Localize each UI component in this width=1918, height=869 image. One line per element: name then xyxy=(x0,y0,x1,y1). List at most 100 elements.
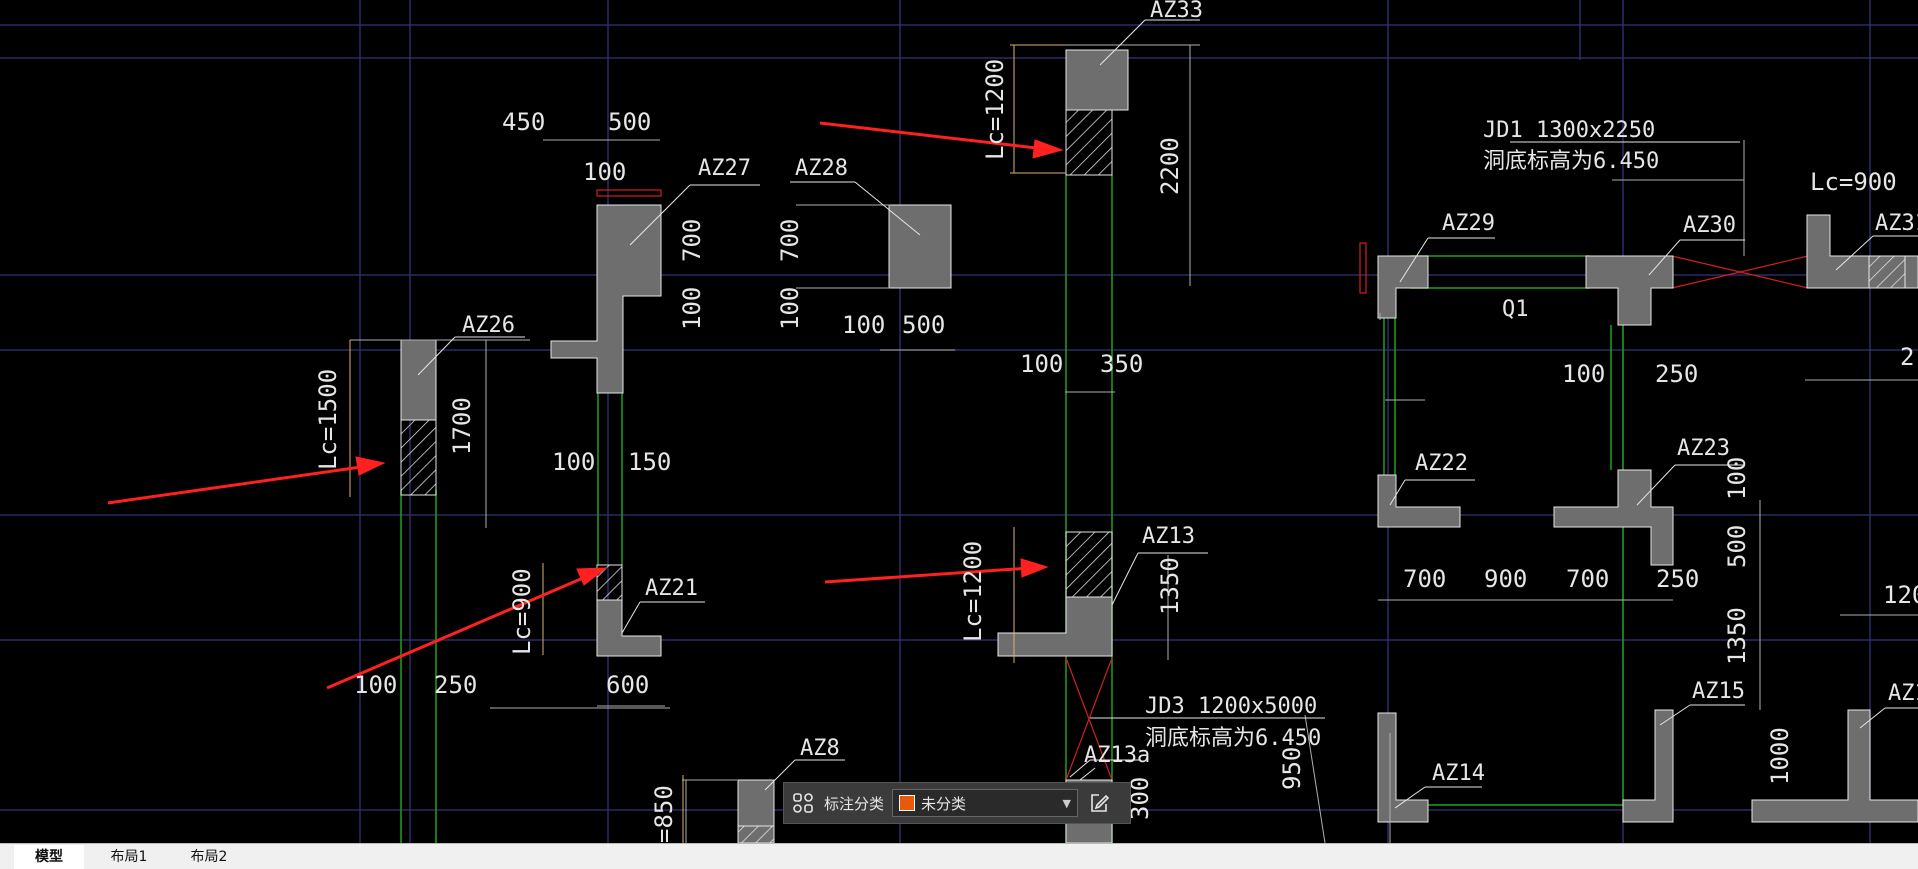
label-jd3-elevation: 洞底标高为6.450 xyxy=(1145,726,1321,751)
dim-100-top: 100 xyxy=(583,158,626,186)
label-az15: AZ15 xyxy=(1692,679,1745,704)
dim-900: 900 xyxy=(1484,565,1527,593)
dim-2: 2 xyxy=(1900,343,1914,371)
chevron-down-icon: ▼ xyxy=(1062,796,1072,810)
dimension-texts: 450 500 100 100 500 100 150 600 100 250 … xyxy=(354,108,1918,699)
leader-lines xyxy=(417,19,1918,809)
layout-tab-bar: 模型 布局1 布局2 xyxy=(0,843,1918,869)
dim-600: 600 xyxy=(606,671,649,699)
dim-150: 150 xyxy=(628,448,671,476)
label-az28: AZ28 xyxy=(795,156,848,181)
dim-700-d: 700 xyxy=(1566,565,1609,593)
lc-dimension-lines xyxy=(349,44,1066,843)
dim-500-mid: 500 xyxy=(902,311,945,339)
label-jd1-name: JD1 1300x2250 xyxy=(1483,118,1655,143)
label-az27: AZ27 xyxy=(698,156,751,181)
annotation-toolbar: 标注分类 未分类 ▼ xyxy=(783,782,1131,824)
red-arrow-1 xyxy=(819,121,1064,159)
label-az8: AZ8 xyxy=(800,736,840,761)
column-az23 xyxy=(1553,469,1674,566)
column-az15 xyxy=(1622,709,1674,823)
column-az30 xyxy=(1585,255,1674,326)
dim-2200: 2200 xyxy=(1156,137,1184,195)
edit-icon[interactable] xyxy=(1086,790,1112,816)
column-az1x xyxy=(1751,709,1918,823)
dim-100-f: 100 xyxy=(354,671,397,699)
label-az22: AZ22 xyxy=(1415,451,1468,476)
dimension-lines xyxy=(350,44,1918,843)
dim-850: =850 xyxy=(650,785,678,843)
label-jd1-elevation: 洞底标高为6.450 xyxy=(1483,149,1659,174)
tab-model-label: 模型 xyxy=(35,849,63,865)
dim-250-c: 250 xyxy=(1656,565,1699,593)
dim-lc1200-top: Lc=1200 xyxy=(981,59,1009,160)
dim-500-top: 500 xyxy=(608,108,651,136)
category-color-swatch xyxy=(899,795,916,811)
red-arrow-2 xyxy=(107,456,386,505)
dim-lc900-right: Lc=900 xyxy=(1810,168,1897,196)
opening-marks xyxy=(596,189,1809,781)
column-az21 xyxy=(596,599,662,657)
label-jd3-name: JD3 1200x5000 xyxy=(1145,694,1317,719)
tab-layout2[interactable]: 布局2 xyxy=(172,845,246,869)
dim-1700: 1700 xyxy=(448,397,476,455)
label-az29: AZ29 xyxy=(1442,211,1495,236)
dim-1350-b: 1350 xyxy=(1723,607,1751,665)
label-az23: AZ23 xyxy=(1677,436,1730,461)
label-az26: AZ26 xyxy=(462,313,515,338)
tab-model[interactable]: 模型 xyxy=(14,845,84,869)
dim-1000: 1000 xyxy=(1766,727,1794,785)
dim-100-i: 100 xyxy=(1723,457,1751,500)
dim-250-b: 250 xyxy=(1655,360,1698,388)
tab-layout2-label: 布局2 xyxy=(190,849,228,865)
wall-lines xyxy=(400,175,1630,843)
dim-100-h: 100 xyxy=(1562,360,1605,388)
column-az26 xyxy=(400,339,437,421)
column-az13 xyxy=(997,596,1113,657)
dim-lc1500: Lc=1500 xyxy=(314,369,342,470)
dim-700-a: 700 xyxy=(678,219,706,262)
column-az27 xyxy=(550,204,662,394)
label-az14: AZ14 xyxy=(1432,761,1485,786)
tab-layout1-label: 布局1 xyxy=(110,849,148,865)
dimension-texts-vertical: 700 100 700 100 1700 Lc=1500 Lc=900 Lc=1… xyxy=(314,59,1794,843)
dim-450: 450 xyxy=(502,108,545,136)
annotation-category-label: 标注分类 xyxy=(824,794,885,813)
category-select-value: 未分类 xyxy=(921,794,967,813)
dim-100-c: 100 xyxy=(776,287,804,330)
dim-500-c: 500 xyxy=(1723,525,1751,568)
annotation-category-select[interactable]: 未分类 ▼ xyxy=(892,789,1079,817)
label-az13a: AZ13a xyxy=(1084,743,1150,768)
red-arrow-3 xyxy=(326,567,608,690)
grid-apps-icon[interactable] xyxy=(790,790,816,816)
cad-drawing-canvas[interactable]: AZ33 AZ27 AZ28 AZ26 AZ21 AZ13 AZ13a AZ8 … xyxy=(0,0,1918,843)
dim-120: 120 xyxy=(1883,581,1918,609)
dim-100-g: 100 xyxy=(1020,350,1063,378)
dim-100-mid: 100 xyxy=(842,311,885,339)
dim-700-c: 700 xyxy=(1403,565,1446,593)
dim-lc900-left: Lc=900 xyxy=(508,568,536,655)
tab-layout1[interactable]: 布局1 xyxy=(92,845,166,869)
dim-700-b: 700 xyxy=(776,219,804,262)
red-arrow-4 xyxy=(824,558,1049,584)
dim-lc1200-bottom: Lc=1200 xyxy=(959,541,987,642)
label-az21: AZ21 xyxy=(645,576,698,601)
label-az1x: AZ1 xyxy=(1888,681,1918,706)
dim-350: 350 xyxy=(1100,350,1143,378)
element-labels: AZ33 AZ27 AZ28 AZ26 AZ21 AZ13 AZ13a AZ8 … xyxy=(462,0,1918,786)
dim-950: 950 xyxy=(1278,747,1306,790)
axis-grid xyxy=(0,0,1918,843)
dim-1350-a: 1350 xyxy=(1156,557,1184,615)
dim-250-a: 250 xyxy=(434,671,477,699)
column-az28 xyxy=(888,204,952,289)
extension-zones xyxy=(400,109,1906,843)
column-az29 xyxy=(1377,255,1429,319)
dim-100-b: 100 xyxy=(678,287,706,330)
column-az14 xyxy=(1377,712,1429,823)
label-q1: Q1 xyxy=(1502,297,1529,322)
label-az13: AZ13 xyxy=(1142,524,1195,549)
label-az33: AZ33 xyxy=(1150,0,1203,23)
column-az22 xyxy=(1377,474,1461,528)
label-az31: AZ31 xyxy=(1875,211,1918,236)
